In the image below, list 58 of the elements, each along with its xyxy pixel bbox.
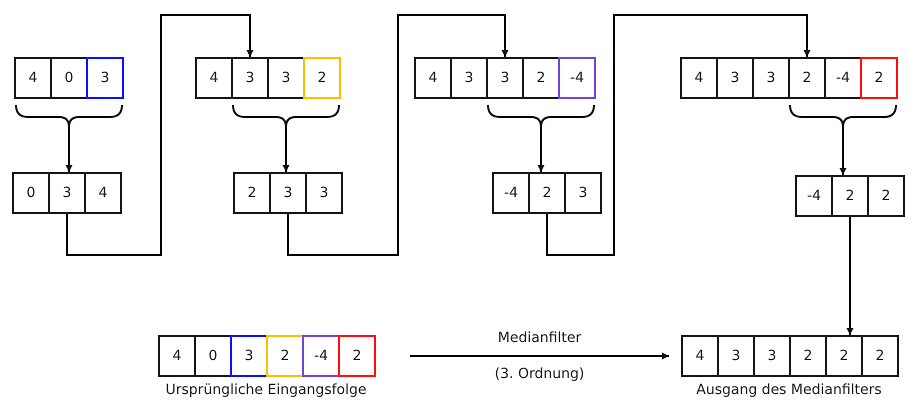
number-cell: 3 [450,57,488,99]
number-cell: 3 [269,172,307,214]
number-cell: 3 [305,172,343,214]
arrow [538,127,544,172]
arrow [546,14,810,256]
number-cell: 3 [752,57,790,99]
curly-brace [232,104,340,128]
number-cell: 0 [50,57,88,99]
curly-brace [789,104,897,128]
number-cell: -4 [302,335,340,377]
number-cell: 3 [564,172,602,214]
number-cell: 4 [158,335,196,377]
number-cell: 2 [831,175,869,217]
number-cell: 3 [717,335,755,377]
number-cell: 2 [338,335,376,377]
number-cell: 0 [12,172,50,214]
number-cell: -4 [824,57,862,99]
arrow [840,127,846,175]
number-cell: 2 [266,335,304,377]
number-cell: 3 [486,57,524,99]
number-cell: 3 [753,335,791,377]
number-cell: 3 [716,57,754,99]
number-cell: 3 [267,57,305,99]
number-cell: 4 [14,57,52,99]
arrow [846,217,854,335]
number-cell: -4 [492,172,530,214]
number-cell: 2 [861,335,899,377]
number-cell: 3 [231,57,269,99]
number-cell: 2 [528,172,566,214]
number-cell: 2 [522,57,560,99]
arrow [66,14,254,256]
number-cell: -4 [795,175,833,217]
number-cell: 4 [681,335,719,377]
number-cell: 2 [303,57,341,99]
arrow [66,127,72,172]
number-cell: 2 [825,335,863,377]
curly-brace [487,104,595,128]
number-cell: 3 [48,172,86,214]
number-cell: 2 [860,57,898,99]
number-cell: 2 [789,335,827,377]
number-cell: 3 [230,335,268,377]
number-cell: 4 [414,57,452,99]
number-cell: -4 [558,57,596,99]
arrow [410,352,669,360]
edge-label: Medianfilter (3. Ordnung) [494,329,586,384]
number-cell: 3 [86,57,124,99]
caption: Ausgang des Medianfilters [695,382,883,398]
caption: Ursprüngliche Eingangsfolge [164,382,368,398]
number-cell: 2 [867,175,905,217]
arrow [287,14,508,256]
number-cell: 4 [84,172,122,214]
number-cell: 4 [680,57,718,99]
number-cell: 0 [194,335,232,377]
arrow [282,127,290,172]
number-cell: 2 [788,57,826,99]
curly-brace [15,104,123,128]
number-cell: 2 [233,172,271,214]
number-cell: 4 [195,57,233,99]
